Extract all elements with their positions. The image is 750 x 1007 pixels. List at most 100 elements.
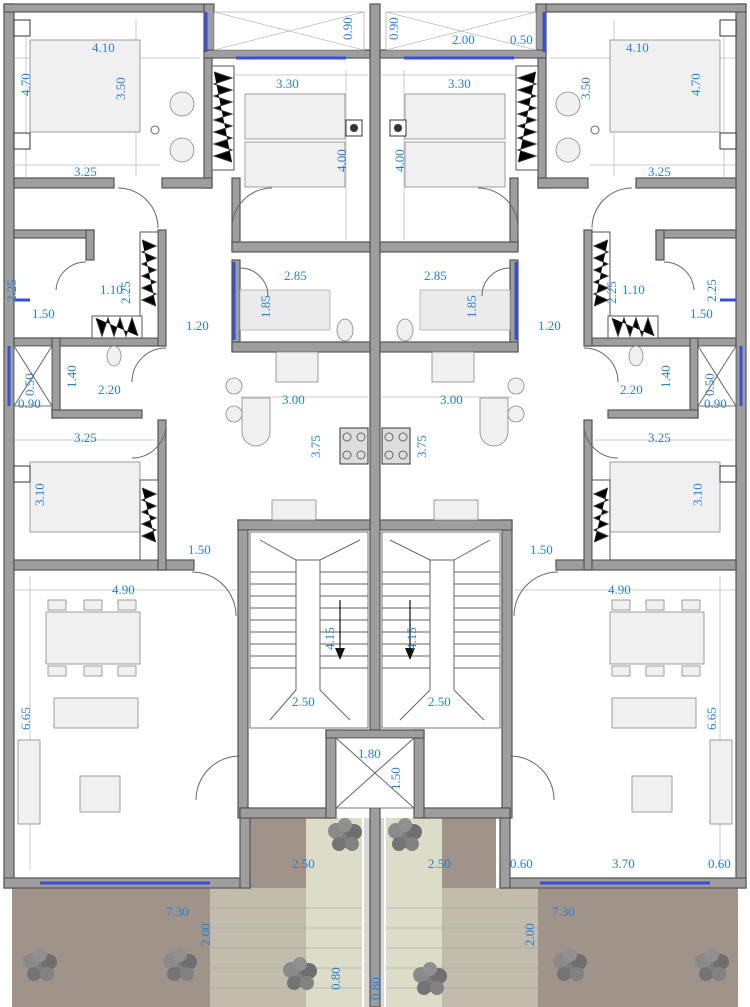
dim-l-shaft2-w: 0.90 <box>18 396 41 411</box>
bed-icon <box>609 461 721 533</box>
dim-l-wc-w: 1.50 <box>32 306 55 321</box>
wardrobes <box>91 65 659 561</box>
dim-l-bed2-h: 4.00 <box>334 149 349 172</box>
stove-icon <box>431 351 475 383</box>
dim-top-shaft-w: 2.00 <box>452 32 475 47</box>
dim-l-bath-h: 1.85 <box>258 295 273 318</box>
doors <box>55 187 695 801</box>
toilet-icon <box>396 318 414 342</box>
dim-l-kitchen-h: 3.75 <box>308 435 323 458</box>
windows <box>7 12 743 885</box>
dim-r-stair-w: 2.50 <box>428 694 451 709</box>
stair-arrow-icon <box>405 648 415 660</box>
furniture <box>13 19 737 825</box>
sofa-icon <box>17 739 41 825</box>
dim-l-bed1-w: 4.10 <box>92 40 115 55</box>
dim-l-closet-w: 1.10 <box>100 282 123 297</box>
dim-r-bed2-h: 4.00 <box>392 149 407 172</box>
dim-l-hall-w: 1.20 <box>186 318 209 333</box>
dim-r-laundry-h: 1.40 <box>658 365 673 388</box>
dimension-lines <box>14 20 736 870</box>
dim-l-living-h: 6.65 <box>18 707 33 730</box>
dim-l-laundry-h: 1.40 <box>64 365 79 388</box>
dim-l-laundry-w: 2.20 <box>98 382 121 397</box>
stove-icon <box>275 351 319 383</box>
toilet-icon <box>106 345 122 367</box>
dim-r-bed3-h: 3.10 <box>690 483 705 506</box>
dim-l-bed2-w: 3.30 <box>276 76 299 91</box>
dim-l-bed1-b: 3.25 <box>74 164 97 179</box>
sink-icon <box>433 499 479 521</box>
dim-r-patio-w: 2.50 <box>428 856 451 871</box>
dimension-labels: 4.10 4.70 3.50 3.25 0.90 0.90 2.00 0.50 … <box>4 17 731 1000</box>
bed-icon <box>29 39 141 133</box>
dim-r-bed1-closet: 3.50 <box>578 77 593 100</box>
sofa-icon <box>53 697 139 729</box>
dim-r-hall-w: 1.20 <box>538 318 561 333</box>
dim-l-closet-h: 2.25 <box>118 281 133 304</box>
dim-r-shaft2-h: 0.50 <box>702 373 717 396</box>
stove-icon <box>339 427 369 465</box>
walls <box>3 3 747 1007</box>
dim-l-patio-w: 2.50 <box>292 856 315 871</box>
dim-c-shaft-h: 1.50 <box>388 767 403 790</box>
dim-l-bed1-h: 4.70 <box>18 73 33 96</box>
dim-r-wc-w: 1.50 <box>690 306 713 321</box>
dim-l-stair-w: 2.50 <box>292 694 315 709</box>
dim-top-shaft-r: 0.90 <box>386 17 401 40</box>
dim-r-path-w: 0.80 <box>368 977 383 1000</box>
dim-r-shaft2-w: 0.90 <box>704 396 727 411</box>
dim-r-bath-h: 1.85 <box>464 295 479 318</box>
dim-l-shaft2-h: 0.50 <box>22 373 37 396</box>
dim-l-deck-w: 7.30 <box>166 904 189 919</box>
dim-l-living-w: 4.90 <box>112 582 135 597</box>
dim-r-bed1-w: 4.10 <box>626 40 649 55</box>
dim-l-bed3-h: 3.10 <box>32 483 47 506</box>
bed-icon <box>29 461 141 533</box>
toilet-icon <box>628 345 644 367</box>
stair-arrow-icon <box>335 648 345 660</box>
dim-l-kitchen-w: 3.00 <box>282 392 305 407</box>
dim-r-wc-h: 2.25 <box>704 279 719 302</box>
dim-r-side-l: 0.60 <box>510 856 533 871</box>
dim-top-shaft-s: 0.50 <box>510 32 533 47</box>
dim-r-living-w: 4.90 <box>608 582 631 597</box>
stairs <box>249 531 501 729</box>
dim-r-deck-h: 2.00 <box>522 923 537 946</box>
dim-l-stair-h: 4.15 <box>322 627 337 650</box>
dim-r-living-h: 6.65 <box>704 707 719 730</box>
dim-r-kitchen-w: 3.00 <box>440 392 463 407</box>
dim-l-bed3-w: 3.25 <box>74 430 97 445</box>
dim-r-bed1-h: 4.70 <box>688 73 703 96</box>
dim-r-bed2-w: 3.30 <box>448 76 471 91</box>
bed-icon <box>609 39 721 133</box>
dim-l-bed1-closet: 3.50 <box>113 77 128 100</box>
dim-r-laundry-w: 2.20 <box>620 382 643 397</box>
dining-table <box>609 611 705 665</box>
dim-r-deck-w: 7.30 <box>552 904 575 919</box>
sofa-icon <box>709 739 733 825</box>
dim-l-bath-w: 2.85 <box>284 268 307 283</box>
dim-r-bed1-b: 3.25 <box>648 164 671 179</box>
dim-r-stair-h: 4.15 <box>404 627 419 650</box>
dim-l-deck-h: 2.00 <box>198 923 213 946</box>
dim-l-wc-h: 2.25 <box>4 279 19 302</box>
dim-r-side-r: 0.60 <box>708 856 731 871</box>
toilet-icon <box>336 318 354 342</box>
dim-l-path-w: 0.80 <box>328 967 343 990</box>
dining-table <box>45 611 141 665</box>
dim-r-kitchen-h: 3.75 <box>414 435 429 458</box>
dim-r-closet-w: 1.10 <box>622 282 645 297</box>
sofa-icon <box>611 697 697 729</box>
sink-icon <box>271 499 317 521</box>
dim-c-shaft-w: 1.80 <box>358 746 381 761</box>
stove-icon <box>381 427 411 465</box>
dim-r-bed3-w: 3.25 <box>648 430 671 445</box>
exterior <box>12 818 738 1007</box>
dim-l-hall2-w: 1.50 <box>188 542 211 557</box>
dim-top-shaft-l: 0.90 <box>340 17 355 40</box>
dim-r-bath-w: 2.85 <box>424 268 447 283</box>
dim-r-closet-h: 2.25 <box>604 281 619 304</box>
dim-r-hall2-w: 1.50 <box>530 542 553 557</box>
